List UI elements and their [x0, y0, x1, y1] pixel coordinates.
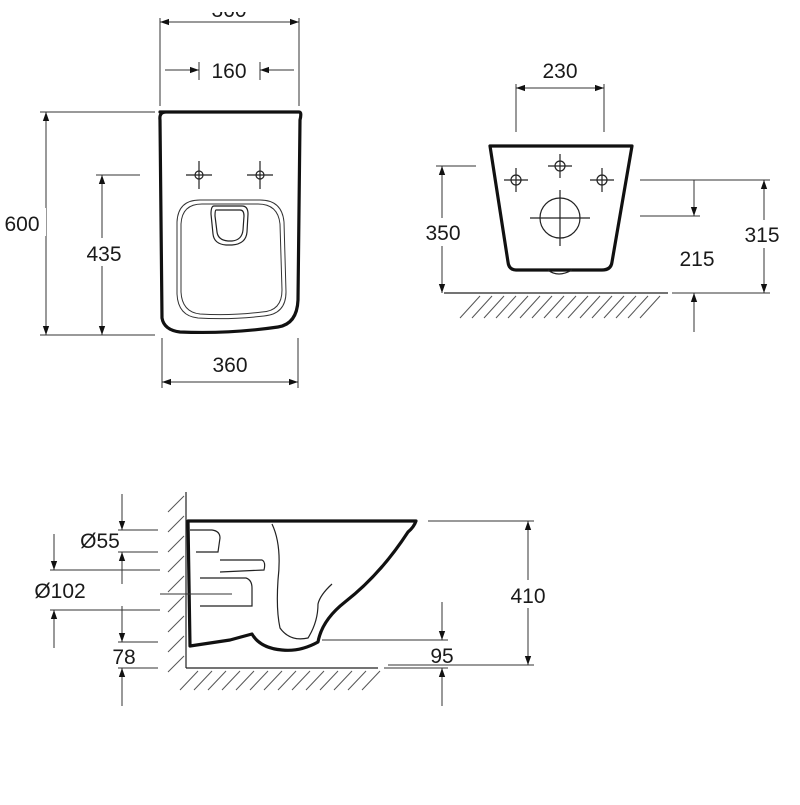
dim-width: 360	[212, 354, 247, 377]
dim-floor-clearance: 95	[430, 645, 453, 668]
front-view-outlet-stub	[547, 269, 573, 275]
side-view-rim-channel	[219, 559, 266, 573]
dim-inlet-diameter: Ø55	[80, 530, 120, 553]
front-floor-hatch	[459, 295, 661, 319]
side-wall-hatch	[167, 495, 185, 673]
seat-bolt-right-icon	[247, 161, 273, 189]
side-view-outlet-pipe	[200, 577, 253, 607]
front-view: 230 350 215 315	[416, 60, 792, 332]
fixing-hole-center-icon	[548, 154, 572, 178]
dim-outlet-offset: 78	[112, 646, 135, 669]
dim-outlet-height: 215	[679, 248, 714, 271]
top-view-bowl-opening	[210, 205, 249, 246]
dim-top-height: 315	[744, 224, 779, 247]
side-view-bowl-outline	[186, 519, 418, 652]
side-floor-hatch	[179, 670, 381, 691]
top-view: 360 160 600 435 360	[0, 0, 303, 388]
dim-bowl-height: 410	[510, 585, 545, 608]
fixing-hole-right-icon	[590, 168, 614, 192]
top-view-bowl-opening-inner	[214, 209, 245, 242]
dim-fixing-spacing: 230	[542, 60, 577, 83]
side-view-inlet-pipe	[190, 529, 221, 553]
dim-seat-depth: 435	[86, 243, 121, 266]
dim-mount-height: 350	[425, 222, 460, 245]
front-view-bowl-outline	[488, 144, 634, 272]
top-view-seat-inner	[180, 203, 283, 316]
outlet-opening-icon	[530, 190, 590, 246]
dim-outlet-diameter: Ø102	[34, 580, 85, 603]
seat-bolt-left-icon	[186, 161, 212, 189]
dim-length: 600	[4, 213, 39, 236]
fixing-hole-left-icon	[504, 168, 528, 192]
side-view: Ø55 Ø102 78 95 410	[34, 492, 556, 706]
top-view-bowl-outline	[158, 110, 303, 335]
top-view-seat	[176, 199, 287, 320]
side-view-trap-profile	[271, 523, 333, 640]
dim-bolt-spacing: 160	[211, 60, 246, 83]
